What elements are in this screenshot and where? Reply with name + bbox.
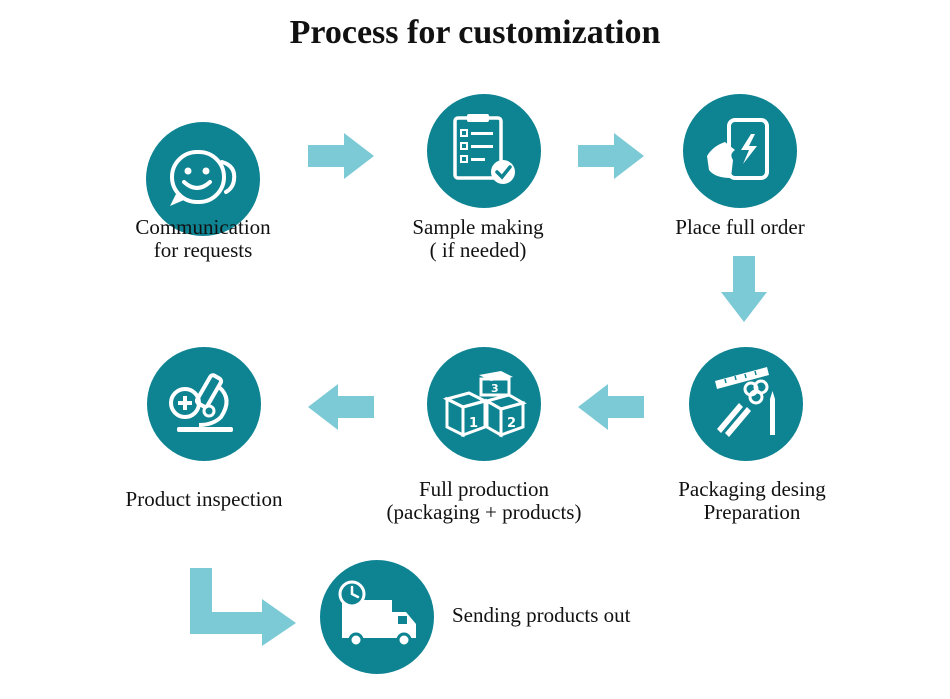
step-1-line1: Communication (135, 215, 271, 239)
arrow-right-2 (578, 133, 644, 179)
arrow-down (721, 256, 767, 322)
delivery-truck-clock-icon (338, 580, 416, 648)
microscope-icon (169, 373, 233, 432)
step-2-label: Sample making ( if needed) (378, 216, 578, 262)
step-5-line2: (packaging + products) (386, 500, 582, 524)
page-title: Process for customization (289, 14, 661, 51)
numbered-boxes-icon: 3 1 2 (442, 371, 527, 438)
step-7-circle (320, 560, 434, 674)
arrow-left-2 (308, 384, 374, 430)
step-1-label: Communication for requests (103, 216, 303, 262)
step-4-circle (689, 347, 803, 461)
svg-text:2: 2 (507, 416, 516, 431)
step-6-label: Product inspection (104, 488, 304, 511)
step-2-circle (427, 94, 541, 208)
step-4-line2: Preparation (703, 500, 801, 524)
ruler-pencil-tools-icon (715, 367, 775, 437)
hand-phone-icon (707, 118, 769, 180)
step-5-label: Full production (packaging + products) (362, 478, 606, 524)
svg-text:3: 3 (491, 382, 499, 395)
smiley-chat-icon (170, 150, 237, 206)
svg-text:1: 1 (469, 416, 478, 431)
step-5-line1: Full production (418, 477, 550, 501)
step-3-circle (683, 94, 797, 208)
step-3-line1: Place full order (675, 215, 805, 239)
step-4-line1: Packaging desing (678, 477, 826, 501)
step-4-label: Packaging desing Preparation (646, 478, 858, 524)
step-1-line2: for requests (153, 238, 253, 262)
step-7-line1: Sending products out (452, 603, 631, 627)
step-7-label: Sending products out (452, 604, 631, 627)
arrow-elbow (190, 568, 296, 646)
step-6-circle (147, 347, 261, 461)
step-2-line1: Sample making (412, 215, 544, 239)
step-3-label: Place full order (640, 216, 840, 239)
step-5-circle: 3 1 2 (427, 347, 541, 461)
clipboard-checklist-icon (453, 114, 515, 184)
step-1-circle (146, 122, 260, 236)
step-6-line1: Product inspection (125, 487, 283, 511)
arrow-right-1 (308, 133, 374, 179)
step-2-line2: ( if needed) (429, 238, 527, 262)
arrow-left-1 (578, 384, 644, 430)
